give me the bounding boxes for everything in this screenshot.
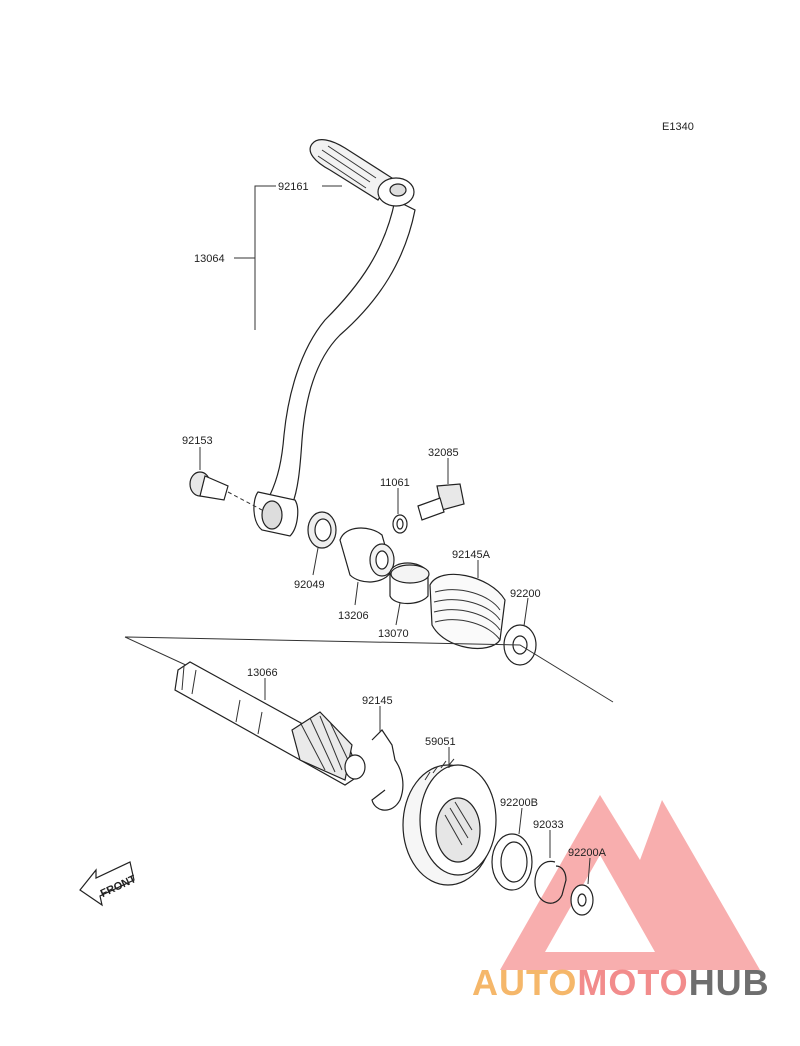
watermark-text: AUTOMOTOHUB xyxy=(472,962,770,1003)
circlip-92033 xyxy=(534,860,567,904)
oil-seal-92049 xyxy=(307,511,337,549)
label-13070: 13070 xyxy=(378,628,409,640)
label-92200: 92200 xyxy=(510,588,541,600)
guide-13206 xyxy=(339,527,395,583)
kick-shaft-13066 xyxy=(174,661,366,786)
kick-gear-59051 xyxy=(402,758,497,886)
label-59051: 59051 xyxy=(425,736,456,748)
watermark-moto: MOTO xyxy=(577,962,688,1003)
label-92153: 92153 xyxy=(182,435,213,447)
label-92145: 92145 xyxy=(362,695,393,707)
label-11061: 11061 xyxy=(380,477,410,489)
pedal-grip-92161 xyxy=(309,139,415,207)
leader-lines xyxy=(199,185,591,885)
watermark-hub: HUB xyxy=(689,962,770,1003)
collar-13070 xyxy=(389,562,430,605)
watermark-auto: AUTO xyxy=(472,962,577,1003)
watermark-logo xyxy=(500,795,760,970)
label-13066: 13066 xyxy=(247,667,278,679)
part-labels: 92161 13064 92153 32085 11061 92145A 920… xyxy=(182,181,607,859)
kick-pedal-13064 xyxy=(253,139,416,537)
label-92049: 92049 xyxy=(294,579,325,591)
diagram-code: E1340 xyxy=(662,121,694,133)
spring-clip-92145 xyxy=(371,729,404,811)
label-92200B: 92200B xyxy=(500,797,538,809)
label-92200A: 92200A xyxy=(568,847,607,859)
bolt-32085 xyxy=(417,483,465,521)
label-92161: 92161 xyxy=(278,181,309,193)
washer-92200A xyxy=(570,884,594,916)
bolt-92153 xyxy=(189,471,263,511)
spring-92145A xyxy=(429,573,506,649)
washer-92200B xyxy=(491,833,533,891)
label-13064: 13064 xyxy=(194,253,225,265)
label-92033: 92033 xyxy=(533,819,564,831)
front-arrow: FRONT xyxy=(79,861,138,907)
washer-11061 xyxy=(392,514,408,534)
label-13206: 13206 xyxy=(338,610,369,622)
svg-text:AUTOMOTOHUB: AUTOMOTOHUB xyxy=(472,962,770,1003)
label-32085: 32085 xyxy=(428,447,459,459)
label-92145A: 92145A xyxy=(452,549,491,561)
